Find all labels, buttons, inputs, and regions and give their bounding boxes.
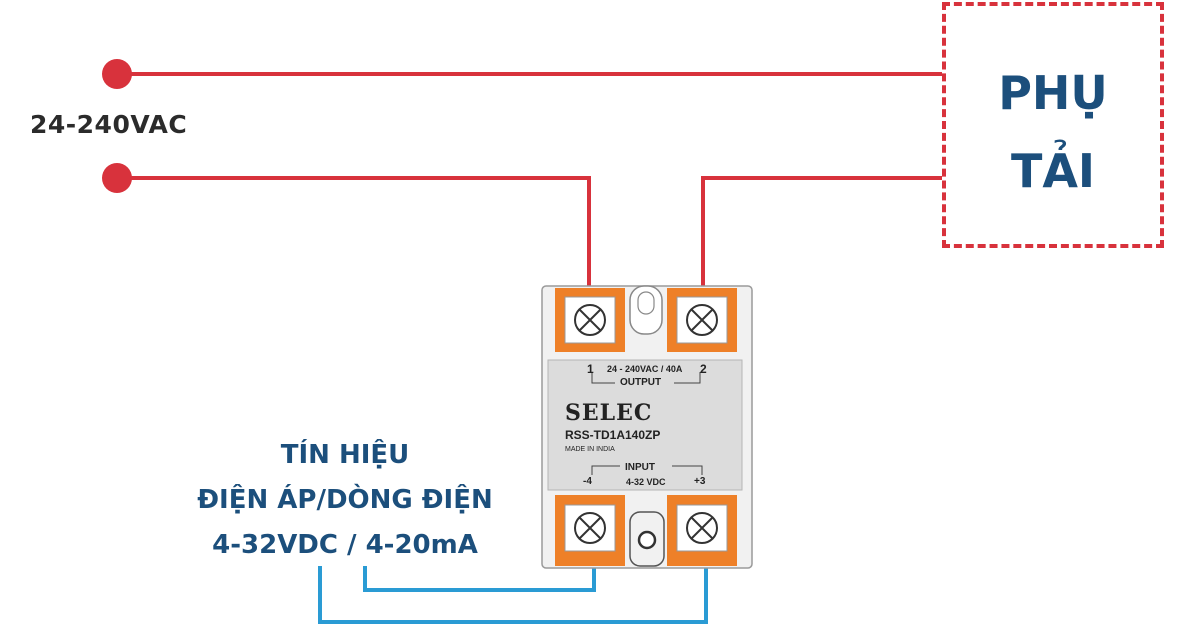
load-label-line-2: TẢI bbox=[1010, 144, 1096, 198]
terminal-2-label: 2 bbox=[700, 362, 707, 376]
output-label: OUTPUT bbox=[620, 377, 662, 388]
signal-wire-positive bbox=[318, 566, 708, 624]
model-number: RSS-TD1A140ZP bbox=[565, 428, 661, 442]
signal-label-line-2: ĐIỆN ÁP/DÒNG ĐIỆN bbox=[197, 485, 493, 515]
brand-logo: SELEC bbox=[565, 400, 653, 426]
relay-label-panel bbox=[547, 359, 743, 491]
load-box: PHỤ TẢI bbox=[942, 2, 1164, 248]
load-label-line-1: PHỤ bbox=[998, 66, 1108, 120]
supply-terminal-dot-top bbox=[102, 59, 132, 89]
output-rating: 24 - 240VAC / 40A bbox=[607, 364, 683, 374]
load-return-wire bbox=[701, 176, 942, 286]
solid-state-relay bbox=[541, 285, 753, 569]
signal-wire-negative bbox=[363, 566, 596, 592]
input-bracket bbox=[591, 465, 703, 475]
terminal-pos-label: +3 bbox=[694, 476, 706, 487]
signal-label-line-3: 4-32VDC / 4-20mA bbox=[212, 530, 478, 560]
supply-wire-bottom bbox=[117, 176, 591, 286]
signal-label-line-1: TÍN HIỆU bbox=[280, 440, 410, 470]
origin-label: MADE IN INDIA bbox=[565, 446, 615, 453]
terminal-1-label: 1 bbox=[587, 362, 594, 376]
output-bracket bbox=[591, 372, 701, 384]
input-label: INPUT bbox=[625, 462, 655, 473]
supply-terminal-dot-bottom bbox=[102, 163, 132, 193]
terminal-neg-label: -4 bbox=[583, 476, 592, 487]
input-rating: 4-32 VDC bbox=[626, 477, 666, 487]
supply-voltage-label: 24-240VAC bbox=[30, 110, 188, 139]
